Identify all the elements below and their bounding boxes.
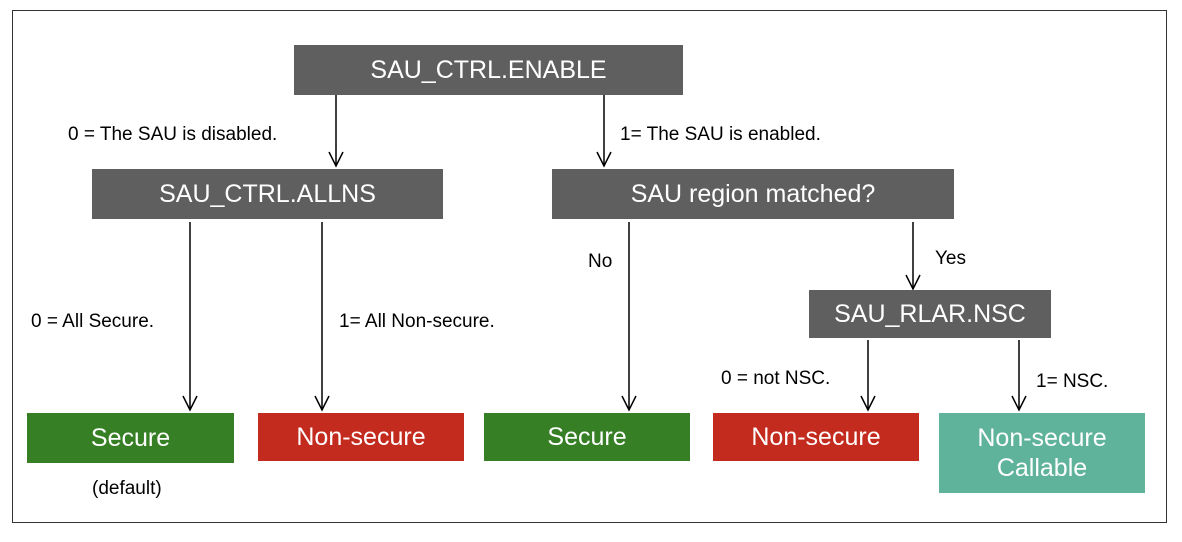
outcome-non-secure-callable: Non-secure Callable (939, 413, 1145, 493)
arrow-enable-to-region (596, 94, 612, 168)
node-sau-ctrl-enable: SAU_CTRL.ENABLE (294, 45, 683, 95)
arrow-allns-to-secure (182, 222, 198, 412)
label-all-secure: 0 = All Secure. (31, 311, 155, 332)
label-all-non-secure: 1= All Non-secure. (339, 311, 495, 332)
node-sau-region-matched: SAU region matched? (552, 169, 954, 219)
diagram-frame (12, 10, 1167, 523)
label-sau-enabled: 1= The SAU is enabled. (620, 124, 821, 145)
arrow-region-to-rlar (905, 222, 921, 291)
label-default: (default) (92, 478, 162, 499)
outcome-secure-default: Secure (27, 413, 234, 463)
label-nsc: 1= NSC. (1036, 371, 1109, 392)
label-sau-disabled: 0 = The SAU is disabled. (68, 124, 278, 145)
arrow-allns-to-non-secure (314, 222, 330, 412)
outcome-secure-no-match: Secure (484, 413, 690, 461)
arrow-enable-to-allns (328, 94, 344, 168)
nsc-line-2: Callable (996, 454, 1088, 482)
outcome-non-secure-allns: Non-secure (258, 413, 464, 461)
label-yes: Yes (935, 248, 966, 269)
outcome-non-secure-rlar: Non-secure (713, 413, 919, 461)
label-not-nsc: 0 = not NSC. (721, 368, 831, 389)
arrow-region-to-secure (621, 222, 637, 412)
label-no: No (588, 251, 613, 272)
node-sau-rlar-nsc: SAU_RLAR.NSC (809, 290, 1051, 338)
nsc-line-1: Non-secure (977, 424, 1107, 452)
arrow-rlar-to-non-secure (860, 340, 876, 412)
arrow-rlar-to-nsc (1011, 340, 1027, 412)
node-sau-ctrl-allns: SAU_CTRL.ALLNS (92, 169, 443, 219)
